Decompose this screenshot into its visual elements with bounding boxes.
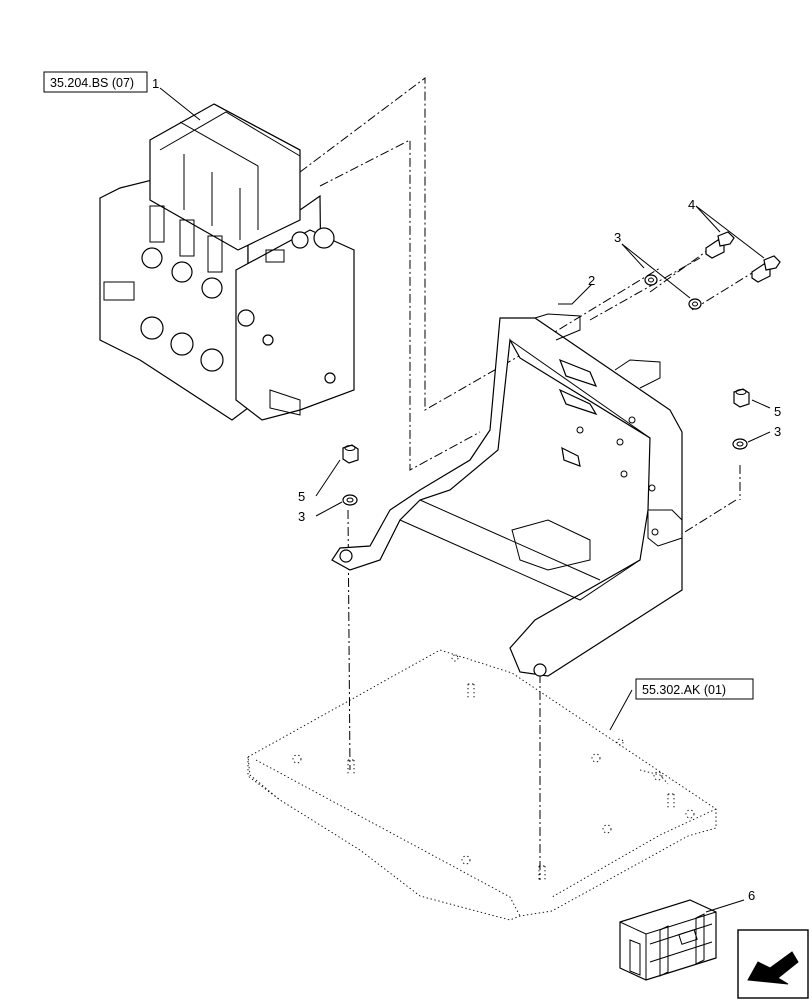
callout-3-upper: 3 xyxy=(614,230,621,245)
callout-4: 4 xyxy=(688,197,695,212)
control-valve-block[interactable] xyxy=(99,103,355,421)
nut-parts[interactable] xyxy=(342,388,750,464)
callout-6: 6 xyxy=(748,888,755,903)
parts-kit-box[interactable] xyxy=(619,899,717,981)
callout-5-left: 5 xyxy=(298,489,305,504)
callout-5-right: 5 xyxy=(774,404,781,419)
next-page-arrow-icon[interactable] xyxy=(737,929,809,999)
callout-2: 2 xyxy=(588,273,595,288)
reference-box-frame-plate[interactable]: 55.302.AK (01) xyxy=(635,678,754,700)
valve-mounting-bracket[interactable] xyxy=(331,313,683,677)
bolt-parts[interactable] xyxy=(705,231,781,283)
assembly-lines xyxy=(299,76,761,880)
washer-parts[interactable] xyxy=(342,274,748,506)
reference-label-frame-plate: 55.302.AK (01) xyxy=(642,683,726,697)
callout-1: 1 xyxy=(152,76,159,91)
callout-3-left: 3 xyxy=(298,509,305,524)
reference-label-control-valve: 35.204.BS (07) xyxy=(50,76,134,90)
leader-lines xyxy=(159,87,771,913)
frame-plate-outline xyxy=(247,649,717,921)
reference-box-control-valve[interactable]: 35.204.BS (07) xyxy=(43,71,148,93)
callout-labels: 1 2 3 3 3 4 5 5 6 xyxy=(152,76,781,903)
callout-3-right: 3 xyxy=(774,424,781,439)
